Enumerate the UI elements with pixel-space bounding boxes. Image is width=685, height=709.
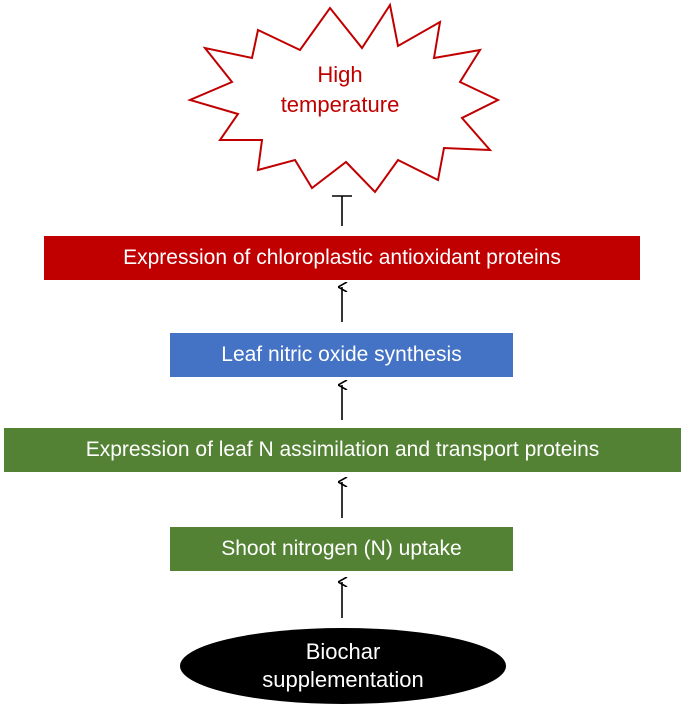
biochar-ellipse — [180, 628, 506, 704]
high-temperature-line1: High — [317, 62, 363, 87]
biochar-line2: supplementation — [262, 667, 424, 692]
step-label: Expression of leaf N assimilation and tr… — [85, 438, 600, 461]
step-shoot-nitrogen-uptake: Shoot nitrogen (N) uptake — [170, 527, 513, 571]
biochar-line1: Biochar — [305, 639, 381, 664]
step-label: Shoot nitrogen (N) uptake — [221, 537, 462, 560]
step-leaf-nitric-oxide-synthesis: Leaf nitric oxide synthesis — [170, 333, 513, 377]
high-temperature-label: High temperature — [210, 60, 470, 120]
step-label: Leaf nitric oxide synthesis — [221, 343, 462, 366]
high-temperature-line2: temperature — [280, 92, 400, 117]
step-chloroplastic-antioxidant-proteins: Expression of chloroplastic antioxidant … — [44, 236, 640, 280]
step-leaf-n-assimilation-transport: Expression of leaf N assimilation and tr… — [4, 428, 681, 472]
step-label: Expression of chloroplastic antioxidant … — [123, 246, 561, 269]
biochar-supplementation-label: Biochar supplementation — [180, 630, 506, 702]
high-temperature-burst — [187, 2, 501, 194]
